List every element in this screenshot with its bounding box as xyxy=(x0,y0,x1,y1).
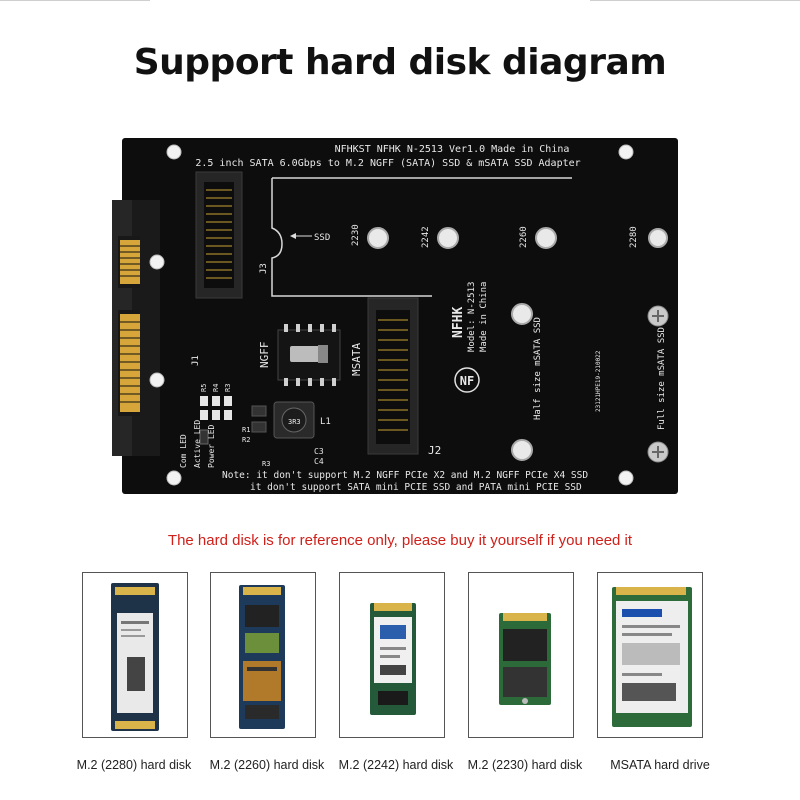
status-leds xyxy=(200,396,232,420)
label-c3: C3 xyxy=(314,447,324,456)
m2-2242-ssd-image xyxy=(370,603,416,715)
svg-text:NF: NF xyxy=(460,374,474,388)
board-note-line1: Note: it don't support M.2 NGFF PCIe X2 … xyxy=(222,470,588,481)
ssd-arrow-label: SSD xyxy=(314,233,330,243)
reference-note: The hard disk is for reference only, ple… xyxy=(167,532,633,549)
label-power-led: Power LED xyxy=(207,424,216,468)
label-com-led: Com LED xyxy=(179,434,188,468)
size-label-2280: 2280 xyxy=(629,226,639,248)
nf-logo xyxy=(454,367,480,393)
caption-2230: M.2 (2230) hard disk xyxy=(467,758,583,772)
m2-2230-ssd-image xyxy=(499,613,551,705)
label-j3: J3 xyxy=(259,263,269,274)
disk-card-2242 xyxy=(339,572,445,738)
caption-2260: M.2 (2260) hard disk xyxy=(209,758,325,772)
label-full-size: Full size mSATA SSD xyxy=(657,327,667,430)
ssd-standoff-holes xyxy=(367,227,668,461)
label-model: Model: N-2513 xyxy=(467,282,477,352)
top-divider-right xyxy=(590,0,800,1)
mounting-holes xyxy=(149,144,634,486)
m2-2280-ssd-image xyxy=(111,583,159,731)
msata-ssd-image xyxy=(612,587,692,727)
m2-2260-ssd-image xyxy=(239,585,285,729)
label-r4: R4 xyxy=(212,384,220,392)
page-title: Support hard disk diagram xyxy=(133,42,667,83)
disk-card-msata xyxy=(597,572,703,738)
label-r3-small: R3 xyxy=(262,460,270,468)
board-header-line2: 2.5 inch SATA 6.0Gbps to M.2 NGFF (SATA)… xyxy=(195,158,580,169)
screws xyxy=(647,305,669,463)
m2-card-outline xyxy=(271,177,572,297)
board-header-line1: NFHKST NFHK N-2513 Ver1.0 Made in China xyxy=(335,144,570,155)
label-j1: J1 xyxy=(191,355,201,366)
label-l1: L1 xyxy=(320,417,331,427)
caption-msata: MSATA hard drive xyxy=(610,758,710,772)
brand-logo-text: NFHK xyxy=(451,307,466,338)
disk-card-2260 xyxy=(210,572,316,738)
label-active-led: Active LED xyxy=(193,420,202,468)
label-msata: MSATA xyxy=(350,343,363,376)
disk-card-2230 xyxy=(468,572,574,738)
disk-card-2280 xyxy=(82,572,188,738)
label-ngff: NGFF xyxy=(258,342,271,369)
label-c4: C4 xyxy=(314,457,324,466)
size-label-2242: 2242 xyxy=(421,226,431,248)
label-r2: R2 xyxy=(242,436,250,444)
top-divider-left xyxy=(0,0,150,1)
board-note-line2: it don't support SATA mini PCIE SSD and … xyxy=(250,482,582,493)
label-r3: R3 xyxy=(224,384,232,392)
label-r1: R1 xyxy=(242,426,250,434)
label-inductor-code: 3R3 xyxy=(288,418,301,426)
size-label-2230: 2230 xyxy=(351,224,361,246)
size-label-2260: 2260 xyxy=(519,226,529,248)
label-serial: 23121HPE19-210022 xyxy=(595,350,602,412)
label-half-size: Half size mSATA SSD xyxy=(533,317,543,420)
label-j2: J2 xyxy=(428,444,441,457)
caption-2280: M.2 (2280) hard disk xyxy=(76,758,192,772)
label-made-in: Made in China xyxy=(479,282,489,352)
caption-2242: M.2 (2242) hard disk xyxy=(338,758,454,772)
label-r5: R5 xyxy=(200,384,208,392)
